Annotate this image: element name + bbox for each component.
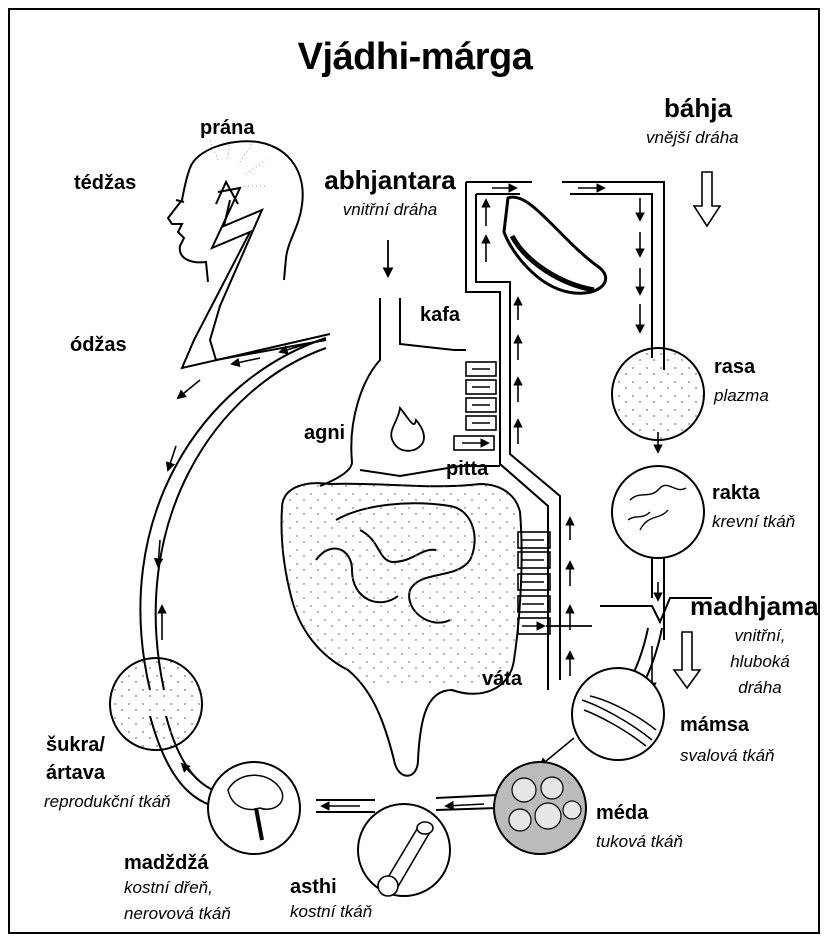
label-tedzas: tédžas [74, 172, 136, 195]
tissue-circle-sukra [110, 658, 202, 750]
fire-icon [391, 408, 424, 451]
label-abhjantara: abhjantara [300, 166, 480, 196]
label-mamsa-desc: svalová tkáň [680, 746, 775, 766]
label-asthi-desc: kostní tkáň [290, 902, 372, 922]
label-madzdza-desc-2: nerovová tkáň [124, 904, 231, 924]
label-meda-desc: tuková tkáň [596, 832, 683, 852]
label-rakta: rakta [712, 482, 760, 505]
label-madzdza-desc-1: kostní dřeň, [124, 878, 213, 898]
label-sukra: šukra/ [46, 734, 105, 757]
label-prana: prána [200, 117, 254, 140]
label-pitta: pitta [446, 458, 488, 481]
label-madzdza: madždžá [124, 852, 208, 875]
label-madhjama-desc-3: dráha [700, 678, 820, 698]
page-title: Vjádhi-márga [0, 36, 830, 80]
label-bahja-desc: vnější dráha [646, 128, 739, 148]
label-bahja: báhja [664, 94, 732, 124]
hollow-arrow-madhjama [674, 632, 700, 688]
label-sukra-desc: reprodukční tkáň [44, 792, 171, 812]
pitta-ducts [454, 362, 496, 450]
label-vata: váta [482, 668, 522, 691]
tissue-circle-madzdza [208, 762, 300, 854]
tissue-circle-mamsa [572, 668, 664, 760]
label-rakta-desc: krevní tkáň [712, 512, 795, 532]
vata-ducts [518, 532, 550, 634]
tissue-circle-rakta [612, 466, 704, 558]
tissue-circle-asthi [358, 804, 450, 896]
label-abhjantara-desc: vnitřní dráha [300, 200, 480, 220]
label-asthi: asthi [290, 876, 337, 899]
label-rasa-desc: plazma [714, 386, 769, 406]
label-odzas: ódžas [70, 334, 127, 357]
label-madhjama-desc-1: vnitřní, [700, 626, 820, 646]
tissue-circle-rasa [612, 348, 704, 440]
label-artava: ártava [46, 762, 105, 785]
label-kafa: kafa [420, 304, 460, 327]
hollow-arrow-bahja [694, 172, 720, 226]
label-madhjama-desc-2: hluboká [700, 652, 820, 672]
tissue-circle-meda [494, 762, 586, 854]
label-madhjama: madhjama [690, 592, 819, 622]
label-agni: agni [304, 422, 345, 445]
label-rasa: rasa [714, 356, 755, 379]
label-meda: méda [596, 802, 648, 825]
label-mamsa: mámsa [680, 714, 749, 737]
